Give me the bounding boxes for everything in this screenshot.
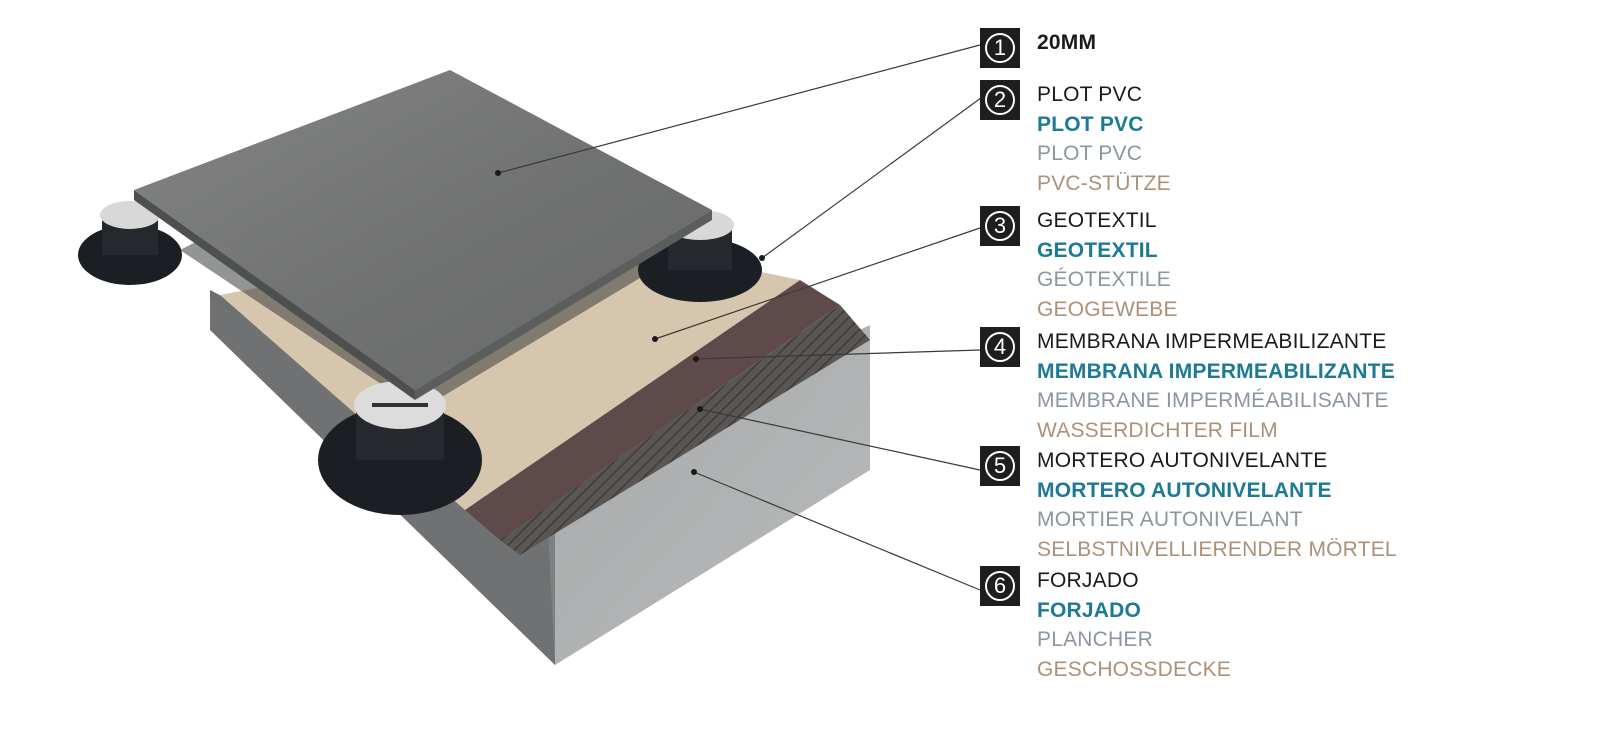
porcelain-tile (134, 70, 712, 400)
label-de: GESCHOSSDECKE (1037, 657, 1231, 681)
label-es: MEMBRANA IMPERMEABILIZANTE (1037, 330, 1387, 353)
mortar-layer (500, 305, 870, 555)
number-badge-label: 1 (985, 33, 1015, 63)
pvc-pedestals (78, 201, 762, 515)
number-badge: 3 (980, 206, 1020, 246)
legend-labels: GEOTEXTIL GEOTEXTIL GÉOTEXTILE GEOGEWEBE (1037, 206, 1178, 324)
label-es: MORTERO AUTONIVELANTE (1037, 449, 1328, 472)
label-fr: MEMBRANE IMPERMÉABILISANTE (1037, 389, 1389, 412)
legend-labels: PLOT PVC PLOT PVC PLOT PVC PVC-STÜTZE (1037, 80, 1171, 198)
label-es: 20MM (1037, 31, 1097, 54)
label-de: SELBSTNIVELLIERENDER MÖRTEL (1037, 537, 1397, 561)
legend-labels: FORJADO FORJADO PLANCHER GESCHOSSDECKE (1037, 566, 1231, 684)
label-ca: MORTERO AUTONIVELANTE (1037, 478, 1332, 502)
label-fr: MORTIER AUTONIVELANT (1037, 508, 1303, 531)
pedestal-front (318, 381, 482, 515)
number-badge: 2 (980, 80, 1020, 120)
number-badge: 1 (980, 28, 1020, 68)
label-fr: PLANCHER (1037, 628, 1153, 651)
label-ca: MEMBRANA IMPERMEABILIZANTE (1037, 359, 1395, 383)
label-ca: PLOT PVC (1037, 112, 1144, 136)
membrane-layer (465, 280, 840, 540)
number-badge-label: 4 (985, 332, 1015, 362)
label-fr: GÉOTEXTILE (1037, 268, 1171, 291)
number-badge-label: 2 (985, 85, 1015, 115)
number-badge: 5 (980, 446, 1020, 486)
label-es: FORJADO (1037, 569, 1139, 592)
label-ca: GEOTEXTIL (1037, 238, 1158, 262)
leader-lines (497, 44, 986, 591)
label-fr: PLOT PVC (1037, 142, 1143, 165)
label-de: GEOGEWEBE (1037, 297, 1178, 321)
number-badge: 4 (980, 327, 1020, 367)
legend-labels: 20MM (1037, 28, 1096, 58)
label-es: GEOTEXTIL (1037, 209, 1157, 232)
label-de: PVC-STÜTZE (1037, 171, 1171, 195)
leader-dots (495, 170, 765, 475)
legend-labels: MORTERO AUTONIVELANTE MORTERO AUTONIVELA… (1037, 446, 1397, 564)
number-badge-label: 6 (985, 571, 1015, 601)
legend-labels: MEMBRANA IMPERMEABILIZANTE MEMBRANA IMPE… (1037, 327, 1395, 445)
number-badge: 6 (980, 566, 1020, 606)
label-ca: FORJADO (1037, 598, 1142, 622)
label-es: PLOT PVC (1037, 83, 1143, 106)
pedestal-left (78, 201, 182, 285)
number-badge-label: 3 (985, 211, 1015, 241)
number-badge-label: 5 (985, 451, 1015, 481)
label-de: WASSERDICHTER FILM (1037, 418, 1278, 442)
